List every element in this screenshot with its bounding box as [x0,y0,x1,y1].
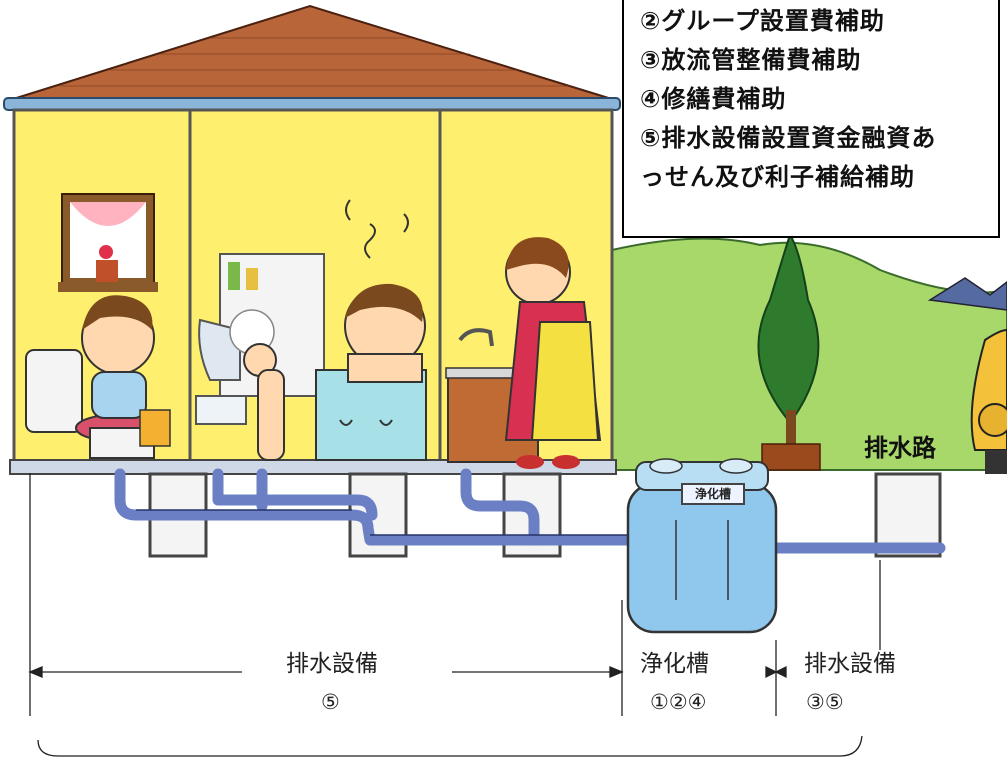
section-septic-tank-numbers: ①②④ [650,690,707,714]
section-drainage-outside-numbers: ③⑤ [806,690,844,714]
callout-line-4: ④修繕費補助 [640,85,787,113]
drain-pipes [114,468,946,554]
eave [3,97,621,111]
callout-line-5b: っせん及び利子補給補助 [640,163,915,191]
tree-illustration [757,232,821,471]
toilet-boy-illustration [25,295,171,459]
tank-sign: 浄化槽 [681,483,745,505]
section-drainage-house-title: 排水設備 [286,651,378,677]
callout-line-3: ③放流管整備費補助 [640,46,862,74]
brace [37,735,863,757]
callout-line-2: ②グループ設置費補助 [640,7,885,35]
bathroom-illustration [195,199,427,461]
kitchen-mother-illustration [445,237,602,469]
section-drainage-house-numbers: ⑤ [321,690,340,714]
distant-mountain [927,277,1007,311]
car-illustration [970,328,1007,474]
dimension-lines [28,473,881,757]
section-septic-tank-title: 浄化槽 [640,651,709,677]
drainage-channel-label: 排水路 [864,434,936,462]
callout-line-5a: ⑤排水設備設置資金融資あ [640,124,937,152]
section-drainage-outside-title: 排水設備 [804,651,896,677]
subsidy-callout: ②グループ設置費補助 ③放流管整備費補助 ④修繕費補助 ⑤排水設備設置資金融資あ… [622,0,1000,238]
window [58,193,158,292]
